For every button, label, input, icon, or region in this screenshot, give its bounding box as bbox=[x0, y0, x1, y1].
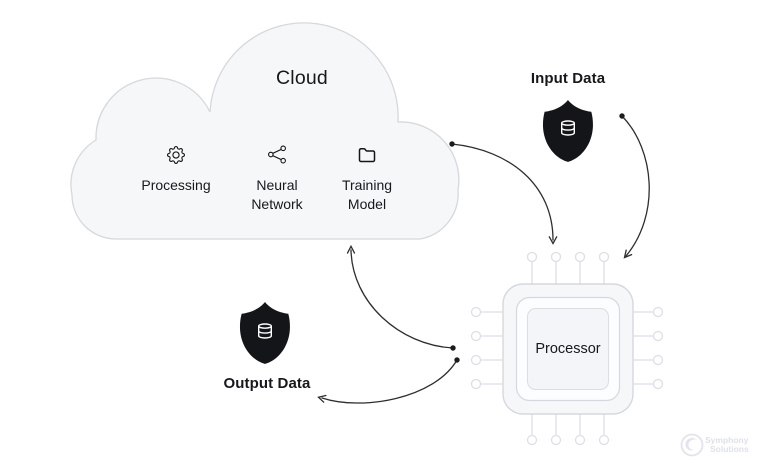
arrow-input-to-processor bbox=[619, 113, 650, 259]
gear-icon bbox=[167, 146, 185, 164]
input-database-icon bbox=[560, 120, 575, 136]
share-nodes-icon bbox=[267, 145, 286, 164]
training-model-label-line1: Training bbox=[341, 177, 393, 193]
watermark-line1: Symphony bbox=[705, 435, 749, 445]
processing-label-line1: Processing bbox=[141, 177, 211, 193]
neural-network-label-line1: Neural bbox=[256, 177, 298, 193]
chip-icon bbox=[470, 251, 664, 446]
watermark-text: Symphony Solutions bbox=[705, 436, 749, 454]
watermark-logo-icon bbox=[680, 433, 704, 457]
cloud-shape bbox=[70, 22, 460, 240]
folder-icon bbox=[358, 148, 376, 163]
processor-label: Processor bbox=[535, 341, 601, 357]
arrow-processor-to-cloud bbox=[346, 244, 456, 351]
chip-core bbox=[527, 308, 609, 390]
arrow-cloud-to-processor bbox=[449, 141, 558, 245]
chip-pins bbox=[470, 251, 664, 446]
arrow-processor-to-output bbox=[317, 357, 460, 404]
processing-label: Processing bbox=[111, 176, 241, 195]
cloud-title: Cloud bbox=[276, 67, 328, 89]
neural-network-label: Neural Network bbox=[212, 176, 342, 214]
neural-network-label-line2: Network bbox=[251, 196, 303, 212]
output-database-icon bbox=[258, 323, 273, 339]
training-model-label-line2: Model bbox=[347, 196, 387, 212]
training-model-label: Training Model bbox=[302, 176, 432, 214]
output-data-label: Output Data bbox=[223, 375, 311, 392]
watermark-line2: Solutions bbox=[710, 444, 749, 454]
input-data-label: Input Data bbox=[530, 70, 606, 87]
input-shield-icon bbox=[542, 100, 593, 162]
output-shield-icon bbox=[239, 302, 290, 364]
